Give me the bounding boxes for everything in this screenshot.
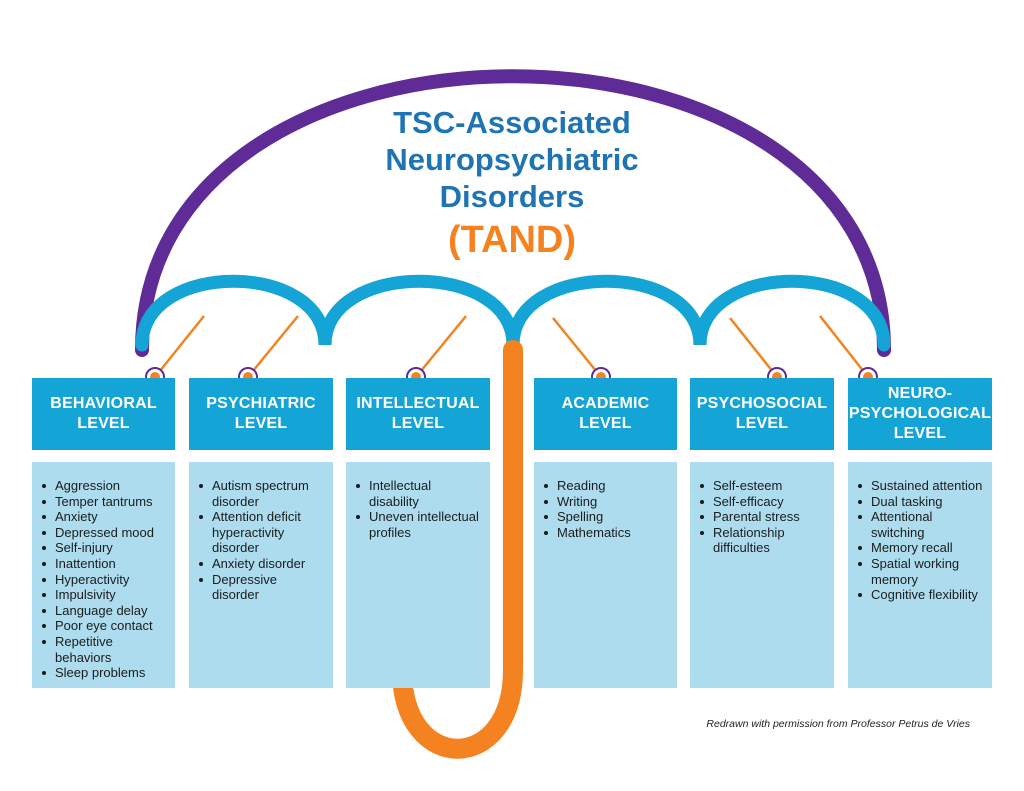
academic-level-header: ACADEMIC LEVEL [534, 378, 677, 450]
header-line: NEURO- [887, 385, 953, 402]
list-item: Aggression [42, 478, 169, 494]
behavioral-items: Aggression Temper tantrums Anxiety Depre… [32, 462, 175, 688]
header-line: LEVEL [893, 425, 947, 442]
diagram-title: TSC-Associated Neuropsychiatric Disorder… [330, 104, 694, 263]
header-line: PSYCHOLOGICAL [848, 405, 992, 422]
intellectual-items: Intellectual disability Uneven intellect… [346, 462, 490, 688]
intellectual-level-header: INTELLECTUAL LEVEL [346, 378, 490, 450]
list-item: Spelling [544, 509, 671, 525]
list-item: Uneven intellectual profiles [356, 509, 484, 540]
credit-note: Redrawn with permission from Professor P… [706, 718, 970, 730]
header-line: ACADEMIC [561, 395, 650, 412]
header-line: BEHAVIORAL [50, 395, 157, 412]
spoke-line [154, 315, 205, 378]
list-item: Relationship difficulties [700, 525, 828, 556]
list-item: Mathematics [544, 525, 671, 541]
spoke-line [247, 315, 299, 378]
header-line: LEVEL [234, 415, 288, 432]
umbrella-outer-arc [135, 69, 891, 357]
list-item: Parental stress [700, 509, 828, 525]
title-line-1: TSC-Associated [393, 105, 631, 140]
list-item: Inattention [42, 556, 169, 572]
academic-items: Reading Writing Spelling Mathematics [534, 462, 677, 688]
list-item: Sleep problems [42, 665, 169, 681]
umbrella-canopy-scallops [135, 274, 891, 352]
list-item: Sustained attention [858, 478, 986, 494]
header-line: LEVEL [391, 415, 445, 432]
spoke-line [415, 315, 467, 378]
header-line: LEVEL [579, 415, 632, 432]
psychosocial-items: Self-esteem Self-efficacy Parental stres… [690, 462, 834, 688]
list-item: Repetitive behaviors [42, 634, 169, 665]
psychosocial-level-header: PSYCHOSOCIAL LEVEL [690, 378, 834, 450]
spoke-line [819, 315, 869, 378]
title-line-3: Disorders [439, 179, 585, 214]
list-item: Memory recall [858, 540, 986, 556]
list-item: Autism spectrum disorder [199, 478, 327, 509]
list-item: Anxiety disorder [199, 556, 327, 572]
list-item: Self-esteem [700, 478, 828, 494]
behavioral-level-header: BEHAVIORAL LEVEL [32, 378, 175, 450]
neuropsychological-items: Sustained attention Dual tasking Attenti… [848, 462, 992, 688]
list-item: Impulsivity [42, 587, 169, 603]
list-item: Self-injury [42, 540, 169, 556]
spoke-line [729, 317, 778, 378]
list-item: Cognitive flexibility [858, 587, 986, 603]
header-line: PSYCHIATRIC [206, 395, 316, 412]
psychiatric-items: Autism spectrum disorder Attention defic… [189, 462, 333, 688]
list-item: Reading [544, 478, 671, 494]
list-item: Self-efficacy [700, 494, 828, 510]
list-item: Dual tasking [858, 494, 986, 510]
list-item: Attention deficit hyperactivity disorder [199, 509, 327, 556]
header-line: PSYCHOSOCIAL [696, 395, 828, 412]
title-line-2: Neuropsychiatric [385, 142, 639, 177]
list-item: Temper tantrums [42, 494, 169, 510]
list-item: Writing [544, 494, 671, 510]
list-item: Intellectual disability [356, 478, 484, 509]
header-line: INTELLECTUAL [356, 395, 480, 412]
list-item: Spatial working memory [858, 556, 986, 587]
neuropsychological-level-header: NEURO- PSYCHOLOGICAL LEVEL [848, 378, 992, 450]
list-item: Attentional switching [858, 509, 986, 540]
header-line: LEVEL [735, 415, 789, 432]
list-item: Hyperactivity [42, 572, 169, 588]
list-item: Language delay [42, 603, 169, 619]
header-line: LEVEL [77, 415, 130, 432]
list-item: Poor eye contact [42, 618, 169, 634]
list-item: Depressed mood [42, 525, 169, 541]
umbrella-handle [392, 340, 523, 759]
spoke-line [552, 317, 602, 378]
title-acronym: (TAND) [447, 219, 577, 261]
list-item: Depressive disorder [199, 572, 327, 603]
list-item: Anxiety [42, 509, 169, 525]
psychiatric-level-header: PSYCHIATRIC LEVEL [189, 378, 333, 450]
